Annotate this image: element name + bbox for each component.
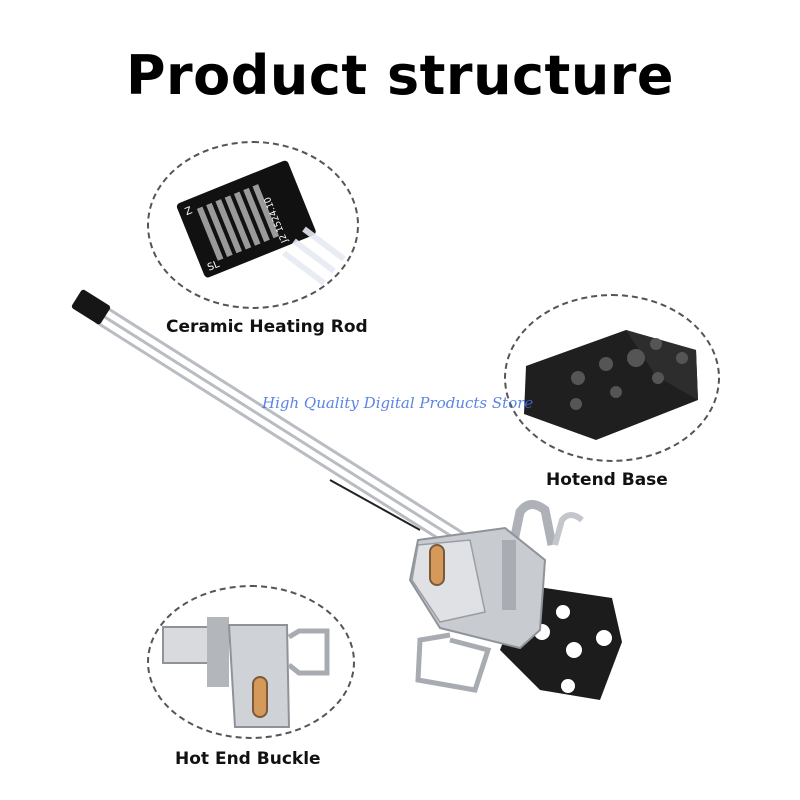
heating-rod-wires (95, 304, 475, 558)
hotend-base-bubble (504, 294, 720, 462)
buckle-body (408, 526, 547, 650)
pcb-illustration: J2 1524.10 SL Z (176, 160, 346, 286)
hot-end-buckle-label: Hot End Buckle (175, 749, 321, 769)
wire-connector (71, 289, 111, 325)
hot-end-buckle-bubble (147, 585, 355, 739)
buckle-wire-loop (415, 632, 492, 693)
page-title: Product structure (125, 44, 675, 107)
hot-end-buckle-illustration (162, 617, 330, 728)
metal-hook (505, 500, 557, 561)
ceramic-heating-rod-label: Ceramic Heating Rod (166, 317, 368, 337)
ceramic-heating-rod-bubble: J2 1524.10 SL Z (147, 141, 359, 309)
store-watermark: High Quality Digital Products Store (262, 394, 534, 412)
hotend-base-label: Hotend Base (546, 470, 668, 490)
hotend-base-illustration (524, 330, 698, 440)
pcb-z-marker: Z (183, 205, 194, 218)
pcb-sl-marker: SL (206, 259, 222, 274)
